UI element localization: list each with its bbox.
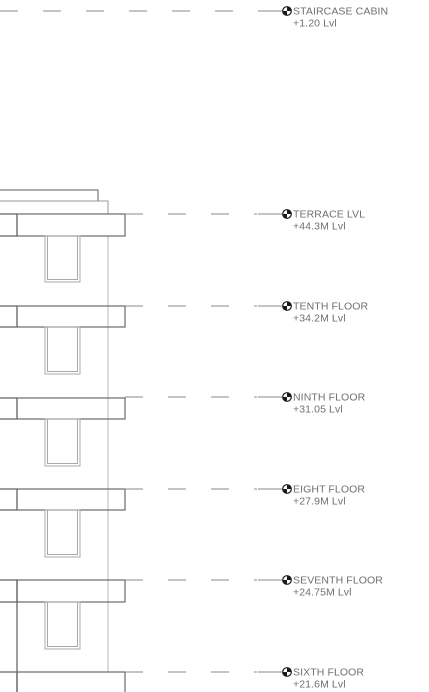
- window: [44, 326, 81, 375]
- roof-parapet: [0, 189, 99, 201]
- level-name: SEVENTH FLOOR: [293, 575, 383, 587]
- floor-slab: [0, 579, 126, 603]
- window: [44, 418, 81, 467]
- level-elevation: +24.75M Lvl: [293, 587, 352, 599]
- level-elevation: +27.9M Lvl: [293, 496, 346, 508]
- level-marker-icon: [282, 6, 292, 16]
- window: [44, 601, 81, 650]
- level-marker-icon: [282, 209, 292, 219]
- level-marker-icon: [282, 667, 292, 677]
- level-markers: [282, 6, 292, 677]
- level-marker-icon: [282, 484, 292, 494]
- level-marker-icon: [282, 301, 292, 311]
- building-elevation: [0, 189, 126, 692]
- level-name: SIXTH FLOOR: [293, 667, 364, 679]
- level-name: EIGHT FLOOR: [293, 484, 365, 496]
- level-name: TERRACE LVL: [293, 209, 365, 221]
- level-lines: [0, 10, 282, 673]
- level-name: STAIRCASE CABIN: [293, 6, 388, 18]
- level-marker-icon: [282, 392, 292, 402]
- floor-slab: [0, 305, 126, 328]
- level-elevation: +44.3M Lvl: [293, 221, 346, 233]
- window: [44, 235, 81, 283]
- floor-slab: [0, 488, 126, 511]
- floor-slab: [0, 397, 126, 420]
- level-elevation: +1.20 Lvl: [293, 18, 337, 30]
- level-elevation: +31.05 Lvl: [293, 404, 343, 416]
- level-elevation: +21.6M Lvl: [293, 679, 346, 691]
- floor-slab: [0, 671, 126, 692]
- level-marker-icon: [282, 575, 292, 585]
- level-elevation: +34.2M Lvl: [293, 313, 346, 325]
- window: [44, 509, 81, 558]
- floor-slab: [0, 213, 126, 237]
- level-name: NINTH FLOOR: [293, 392, 366, 404]
- level-name: TENTH FLOOR: [293, 301, 369, 313]
- roof-coping: [0, 200, 109, 214]
